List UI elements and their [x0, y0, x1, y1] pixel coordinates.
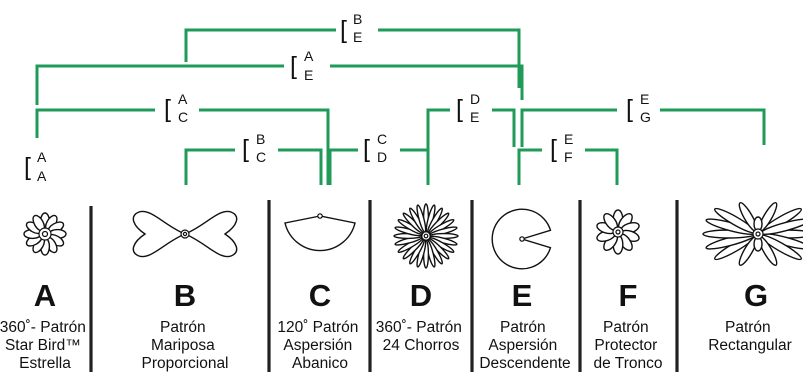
star-bird-flower-icon — [23, 212, 67, 256]
svg-text:[: [ — [550, 135, 557, 163]
pair-top: A — [304, 48, 314, 64]
caption-line: Mariposa — [151, 337, 215, 354]
pair-label-c-d: [ C D — [363, 131, 387, 165]
caption-d: 360˚- Patrón 24 Chorros — [376, 319, 466, 354]
caption-line: Proporcional — [141, 355, 228, 372]
pair-bottom: A — [37, 168, 47, 184]
pair-top: A — [178, 91, 188, 107]
caption-line: Aspersión — [283, 337, 352, 354]
caption-line: Patrón — [160, 319, 206, 336]
pattern-letter-d: D — [410, 278, 432, 313]
svg-text:[: [ — [363, 135, 370, 163]
pair-label-b-c: [ B C — [242, 131, 266, 165]
caption-b: Patrón Mariposa Proporcional — [141, 319, 228, 372]
pair-top: E — [640, 91, 649, 107]
pair-bottom: F — [564, 149, 573, 165]
connector-a-e — [35, 64, 524, 105]
butterfly-pattern-icon — [132, 210, 238, 258]
caption-line: de Tronco — [594, 355, 663, 372]
pattern-letter-f: F — [619, 278, 638, 313]
pattern-letter-g: G — [744, 278, 768, 313]
caption-line: Aspersión — [488, 337, 557, 354]
pattern-letters: A B C D E F G — [34, 278, 768, 313]
pattern-captions: 360˚- Patrón Star Bird™ Estrella Patrón … — [0, 319, 792, 372]
pair-top: E — [564, 131, 573, 147]
pair-bottom: D — [377, 149, 387, 165]
caption-line: Patrón — [603, 319, 649, 336]
caption-line: 120˚ Patrón — [277, 319, 358, 336]
pair-label-a-a: [ A A — [24, 149, 47, 184]
caption-line: 24 Chorros — [383, 337, 460, 354]
connector-a-c — [35, 108, 330, 185]
pair-bottom: E — [304, 67, 313, 83]
pair-label-e-f: [ E F — [550, 131, 573, 165]
caption-line: Patrón — [500, 319, 546, 336]
connector-e-g — [520, 108, 766, 147]
pair-bottom: C — [178, 109, 188, 125]
pair-top: B — [256, 131, 265, 147]
caption-f: Patrón Protector de Tronco — [594, 319, 663, 372]
caption-line: Abanico — [292, 355, 348, 372]
caption-line: 360˚- Patrón — [0, 319, 86, 336]
pattern-letter-a: A — [34, 278, 56, 313]
svg-text:[: [ — [24, 153, 31, 181]
pair-top: C — [377, 131, 387, 147]
pattern-letter-b: B — [174, 278, 196, 313]
column-separators — [89, 200, 679, 372]
svg-text:[: [ — [456, 95, 463, 123]
caption-line: Estrella — [19, 355, 71, 372]
caption-a: 360˚- Patrón Star Bird™ Estrella — [0, 319, 90, 372]
caption-line: Protector — [594, 337, 657, 354]
24-jet-burst-icon — [393, 203, 459, 269]
pair-label-a-e: [ A E — [290, 48, 314, 83]
pair-bottom: E — [353, 29, 362, 45]
pair-bottom: C — [256, 149, 266, 165]
pair-label-a-c: [ A C — [164, 91, 188, 125]
svg-text:[: [ — [164, 95, 171, 123]
caption-line: Rectangular — [708, 337, 792, 354]
connector-b-c — [184, 148, 323, 185]
trunk-protector-icon — [596, 209, 640, 255]
connector-d-e — [426, 108, 516, 150]
pair-bottom: G — [640, 109, 651, 125]
rectangular-pattern-icon — [702, 201, 803, 267]
caption-g: Patrón Rectangular — [708, 319, 792, 354]
pair-label-d-e: [ D E — [456, 91, 480, 125]
pair-top: D — [470, 91, 480, 107]
svg-text:[: [ — [242, 135, 249, 163]
caption-e: Patrón Aspersión Descendente — [479, 319, 570, 372]
pair-labels: [ B E [ A E [ A C [ B C [ C D [ D E — [24, 11, 651, 184]
caption-line: Descendente — [479, 355, 570, 372]
caption-line: Star Bird™ — [5, 337, 81, 354]
pair-label-e-g: [ E G — [626, 91, 651, 125]
svg-text:[: [ — [290, 52, 297, 80]
fan-spray-icon — [284, 213, 356, 252]
connector-b-e — [184, 28, 521, 88]
caption-line: 360˚- Patrón — [376, 319, 462, 336]
pair-top: B — [353, 11, 362, 27]
connector-e-f — [517, 148, 619, 185]
pattern-letter-e: E — [512, 278, 533, 313]
svg-text:[: [ — [340, 16, 347, 44]
caption-line: Patrón — [725, 319, 771, 336]
svg-text:[: [ — [626, 95, 633, 123]
pair-label-b-e: [ B E — [340, 11, 362, 45]
pair-top: A — [37, 149, 47, 165]
pair-bottom: E — [470, 109, 479, 125]
descending-spray-icon — [491, 208, 552, 270]
caption-c: 120˚ Patrón Aspersión Abanico — [277, 319, 362, 372]
pattern-letter-c: C — [309, 278, 331, 313]
connector-lines — [35, 28, 766, 185]
